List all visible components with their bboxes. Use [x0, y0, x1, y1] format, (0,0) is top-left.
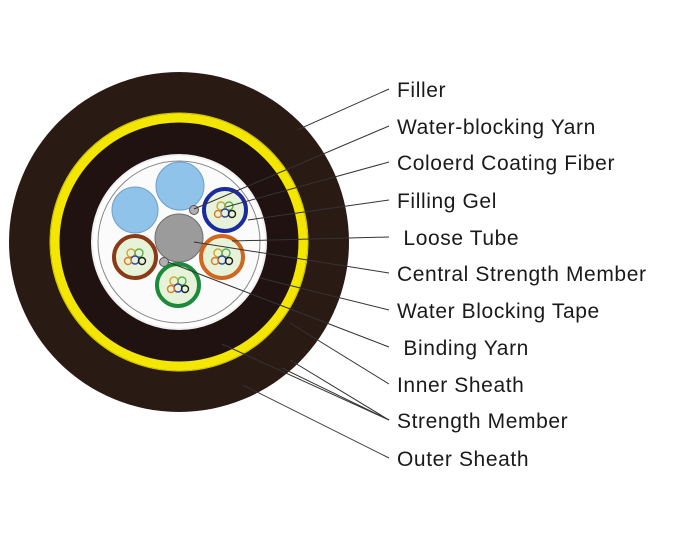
- leader-line-strength-member-a: [281, 367, 390, 421]
- fiber: [134, 248, 144, 258]
- fiber: [224, 201, 234, 211]
- labels: Filler Water-blocking Yarn Coloerd Coati…: [397, 79, 647, 471]
- leader-line-central-strength-member: [193, 241, 390, 274]
- filler-left: [111, 186, 159, 234]
- fiber: [177, 276, 187, 286]
- loose-tube-shell: [199, 234, 245, 280]
- fiber: [123, 256, 133, 266]
- leader-line-filler: [296, 88, 390, 131]
- leader-line-coloured-coating-fiber: [225, 161, 390, 208]
- strength-member-ring: [50, 113, 308, 371]
- label-water-blocking-tape: Water Blocking Tape: [397, 300, 600, 323]
- label-loose-tube: Loose Tube: [397, 227, 519, 250]
- fiber: [221, 248, 231, 258]
- label-coloured-coating-fiber: Coloerd Coating Fiber: [397, 152, 615, 175]
- leader-line-binding-yarn: [167, 261, 390, 348]
- leader-line-filling-gel: [247, 199, 390, 221]
- label-strength-member: Strength Member: [397, 410, 568, 433]
- leader-lines: [167, 88, 390, 459]
- loose-tube-brown: [112, 234, 158, 280]
- loose-tube-shell: [202, 187, 248, 233]
- fiber: [210, 256, 220, 266]
- leader-line-strength-member-b: [289, 359, 390, 421]
- central-strength-member: [154, 213, 204, 263]
- leader-line-loose-tube: [231, 236, 390, 242]
- label-central-strength-member: Central Strength Member: [397, 263, 647, 286]
- cable-cross-section: [9, 72, 349, 412]
- label-filling-gel: Filling Gel: [397, 190, 497, 213]
- leader-line-inner-sheath: [289, 322, 390, 385]
- leader-line-water-blocking-yarn: [193, 125, 390, 210]
- fiber: [213, 209, 223, 219]
- label-filler: Filler: [397, 79, 446, 102]
- fiber: [224, 256, 234, 266]
- label-inner-sheath: Inner Sheath: [397, 374, 524, 397]
- label-water-blocking-yarn: Water-blocking Yarn: [397, 116, 596, 139]
- leader-line-outer-sheath: [242, 384, 390, 459]
- fiber: [137, 256, 147, 266]
- leader-line-strength-member-c: [221, 343, 390, 421]
- loose-tube-orange: [199, 234, 245, 280]
- fiber: [166, 284, 176, 294]
- fiber: [180, 284, 190, 294]
- loose-tube-shell: [155, 262, 201, 308]
- water-blocking-yarn: [189, 205, 199, 215]
- strength-member-outline: [49, 112, 309, 372]
- fiber: [227, 209, 237, 219]
- loose-tube-blue: [202, 187, 248, 233]
- label-binding-yarn: Binding Yarn: [397, 337, 529, 360]
- loose-tube-shell: [112, 234, 158, 280]
- label-outer-sheath: Outer Sheath: [397, 448, 529, 471]
- loose-tube-green: [155, 262, 201, 308]
- filler-top: [155, 161, 205, 211]
- leader-line-water-blocking-tape: [259, 277, 390, 311]
